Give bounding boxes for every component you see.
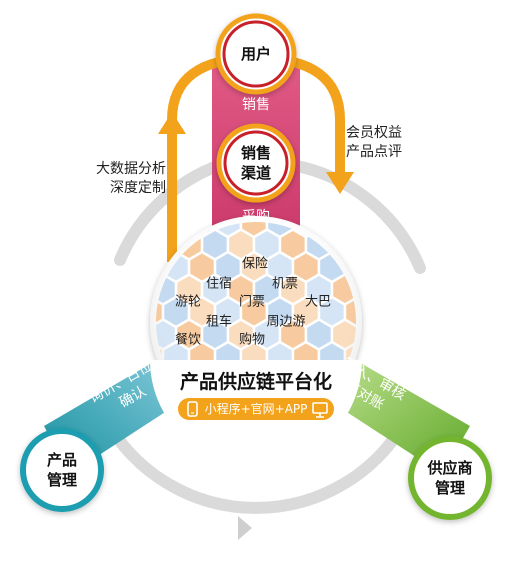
product-label: 购物 (238, 332, 266, 348)
hex-cell (177, 321, 201, 348)
hex-cell (255, 231, 279, 258)
product-label: 住宿 (205, 276, 233, 292)
right-arrow-label: 会员权益 产品点评 (346, 124, 402, 162)
hex-cell (156, 253, 162, 281)
hex-cell (242, 222, 266, 236)
hex-cell (333, 321, 356, 348)
hex-cell (229, 276, 253, 303)
left-arrow-line-2: 深度定制 (110, 180, 166, 196)
sales-channel-line-2: 渠道 (240, 164, 271, 182)
hex-cell (216, 298, 240, 326)
cycle-ring (106, 159, 426, 540)
product-label: 门票 (238, 294, 266, 310)
hex-cell (294, 298, 318, 326)
hex-cell (359, 231, 382, 258)
product-mgmt-node: 产品 管理 (32, 440, 92, 500)
product-mgmt-line-1: 产品 (46, 451, 77, 469)
supplier-mgmt-line-2: 管理 (434, 479, 465, 497)
user-node-label: 用户 (240, 45, 271, 63)
hex-cell (190, 298, 214, 326)
hex-cell (203, 231, 227, 258)
hex-cell (281, 321, 305, 348)
phone-icon (187, 401, 198, 417)
product-label: 租车 (205, 314, 233, 330)
channel-node-ring (216, 123, 296, 203)
hex-cell (294, 253, 318, 281)
right-down-arrow-icon (326, 172, 354, 194)
user-node-inner-ring (222, 20, 290, 88)
hex-cell (307, 321, 331, 348)
hex-cell (242, 298, 266, 326)
hex-cell (320, 222, 344, 236)
channels-bar (178, 398, 334, 420)
hex-cell (216, 253, 240, 281)
cycle-arrowhead-icon (238, 516, 252, 540)
hex-cell (268, 222, 292, 236)
hex-cell (177, 276, 201, 303)
left-arrow-line-1: 大数据分析 (96, 161, 166, 177)
sales-flow-label: 销售 (242, 97, 270, 113)
left-arrow-label: 大数据分析 深度定制 (92, 160, 166, 198)
supplier-mgmt-node: 供应商 管理 (416, 448, 484, 508)
hex-cell (242, 253, 266, 281)
product-mgmt-line-2: 管理 (46, 471, 77, 489)
product-label: 游轮 (174, 294, 202, 310)
supplier-mgmt-line-1: 供应商 (427, 459, 473, 477)
hex-cell (216, 222, 240, 236)
platform-channels: 小程序+官网+APP (204, 402, 308, 416)
hex-cell (281, 231, 305, 258)
hex-cell (281, 276, 305, 303)
hex-cell (346, 222, 356, 236)
hex-cell (359, 276, 382, 303)
procurement-flow-label: 采购 (242, 209, 270, 225)
channel-node-inner-ring (223, 130, 289, 196)
hex-cell (255, 321, 279, 348)
hex-cell (346, 298, 356, 326)
product-label: 周边游 (266, 314, 306, 330)
hex-cell (268, 253, 292, 281)
sales-channel-node: 销售 渠道 (228, 135, 284, 191)
hex-cell (320, 298, 344, 326)
hex-cell (164, 298, 188, 326)
hex-cell (203, 276, 227, 303)
hex-cell (307, 276, 331, 303)
left-up-arrow-icon (158, 112, 186, 134)
hex-cell (359, 321, 382, 348)
supplier-node-ring (408, 436, 492, 520)
product-label: 大巴 (304, 294, 332, 310)
product-label: 餐饮 (174, 332, 202, 348)
hex-cell (229, 321, 253, 348)
hex-cell (190, 253, 214, 281)
user-node: 用户 (226, 24, 286, 84)
hex-cell (229, 231, 253, 258)
hex-cell (255, 276, 279, 303)
hex-cell (203, 321, 227, 348)
product-label: 保险 (241, 256, 269, 272)
monitor-icon (312, 402, 328, 418)
right-arrow-line-1: 会员权益 (346, 125, 402, 141)
platform-title: 产品供应链平台化 (179, 371, 332, 393)
right-arrow-line-2: 产品点评 (346, 144, 402, 160)
product-label: 机票 (271, 276, 299, 292)
hex-cell (268, 298, 292, 326)
sales-channel-line-1: 销售 (240, 144, 271, 162)
product-node-ring (20, 428, 104, 512)
